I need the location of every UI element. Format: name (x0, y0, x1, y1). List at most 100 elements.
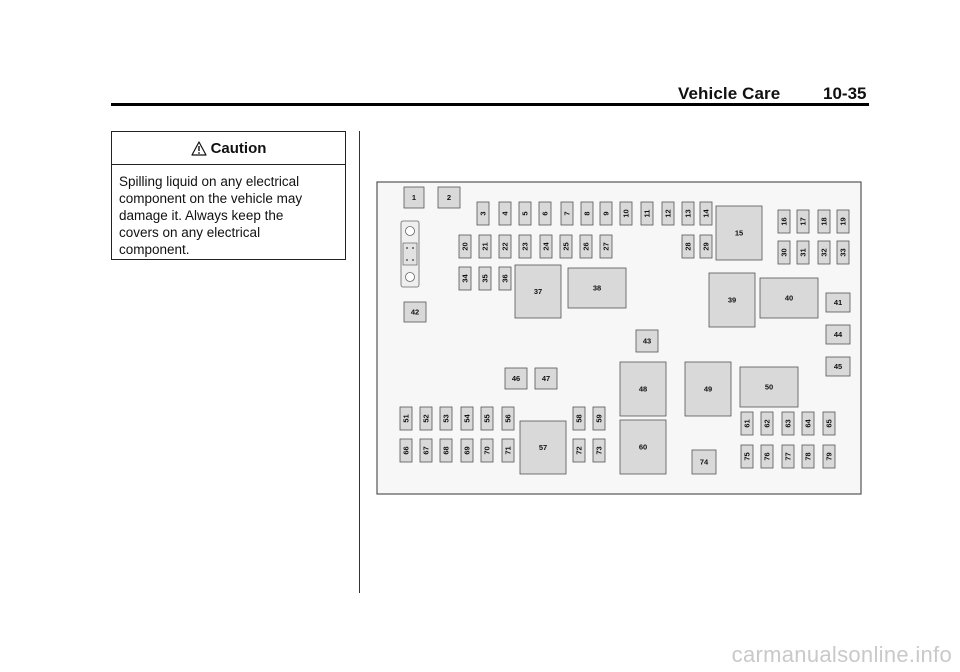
warning-triangle-icon (190, 140, 207, 156)
fuse-label: 67 (422, 446, 431, 454)
fuse-label: 43 (643, 337, 651, 346)
fuse-20: 20 (458, 234, 472, 259)
fuse-body (599, 201, 613, 226)
fuse-label: 42 (411, 308, 419, 317)
fuse-41: 41 (825, 292, 851, 313)
fuse-label: 45 (834, 362, 842, 371)
fuse-label: 24 (542, 242, 551, 251)
fuse-50: 50 (739, 366, 799, 408)
fuse-body (836, 240, 850, 265)
fuse-label: 75 (743, 452, 752, 460)
fuse-label: 60 (639, 443, 647, 452)
fuse-body (458, 266, 472, 291)
fuse-body (498, 234, 512, 259)
fuse-body (419, 438, 433, 463)
fuse-21: 21 (478, 234, 492, 259)
fuse-body (480, 406, 494, 431)
fuse-body (619, 201, 633, 226)
fuse-38: 38 (567, 267, 627, 309)
fuse-74: 74 (691, 449, 717, 475)
fuse-label: 5 (521, 211, 530, 215)
fuse-label: 68 (442, 446, 451, 454)
fuse-label: 23 (521, 242, 530, 250)
fuse-label: 66 (402, 446, 411, 454)
fuse-label: 17 (799, 217, 808, 225)
fuse-label: 27 (602, 242, 611, 250)
fuse-body (580, 201, 594, 226)
fuse-label: 21 (481, 242, 490, 250)
fuse-label: 63 (784, 419, 793, 427)
fuse-55: 55 (480, 406, 494, 431)
fuse-65: 65 (822, 411, 836, 436)
caution-line: component. (119, 242, 190, 257)
fuse-body (740, 411, 754, 436)
fuse-label: 6 (541, 211, 550, 215)
fuse-body (817, 209, 831, 234)
fuse-label: 11 (643, 210, 652, 218)
fuse-59: 59 (592, 406, 606, 431)
fuse-label: 44 (834, 330, 843, 339)
fuse-body (822, 411, 836, 436)
fuse-label: 3 (479, 211, 488, 215)
fuse-label: 1 (412, 193, 416, 202)
fuse-body (796, 240, 810, 265)
fuse-body (399, 438, 413, 463)
fuse-label: 30 (780, 248, 789, 256)
fuse-33: 33 (836, 240, 850, 265)
fuse-label: 33 (839, 248, 848, 256)
fuse-label: 76 (763, 452, 772, 460)
fuse-label: 71 (504, 446, 513, 454)
fuse-label: 2 (447, 193, 451, 202)
fuse-label: 56 (504, 414, 513, 422)
fuse-48: 48 (619, 361, 667, 417)
fuse-body (715, 205, 763, 261)
fuse-label: 20 (461, 242, 470, 250)
fuse-label: 13 (684, 209, 693, 217)
fuse-body (777, 240, 791, 265)
fuse-body (760, 411, 774, 436)
fuse-body (501, 406, 515, 431)
header-title: Vehicle Care (678, 84, 781, 103)
fuse-2: 2 (437, 186, 461, 209)
fuse-26: 26 (579, 234, 593, 259)
fuse-body (476, 201, 490, 226)
fuse-11: 11 (640, 201, 654, 226)
fuse-30: 30 (777, 240, 791, 265)
fuse-body (403, 186, 425, 209)
caution-header: Caution (112, 132, 345, 165)
page-number: 10-35 (823, 84, 867, 103)
fuse-label: 10 (622, 209, 631, 217)
fuse-37: 37 (514, 264, 562, 319)
fuse-label: 72 (575, 446, 584, 454)
caution-line: component on the vehicle may (119, 191, 303, 206)
fuse-label: 41 (834, 298, 842, 307)
fuse-53: 53 (439, 406, 453, 431)
fuse-body (681, 234, 695, 259)
fuse-7: 7 (560, 201, 574, 226)
fuse-63: 63 (781, 411, 795, 436)
fuse-label: 69 (463, 446, 472, 454)
fuse-body (592, 406, 606, 431)
fuse-label: 15 (735, 229, 743, 238)
fuse-10: 10 (619, 201, 633, 226)
fuse-label: 53 (442, 414, 451, 422)
fuse-29: 29 (699, 234, 713, 259)
fuse-block-outline (376, 181, 862, 495)
fuse-1: 1 (403, 186, 425, 209)
fuse-label: 65 (825, 419, 834, 427)
fuse-label: 49 (704, 385, 712, 394)
fuse-67: 67 (419, 438, 433, 463)
fuse-label: 57 (539, 443, 547, 452)
fuse-body (399, 406, 413, 431)
fuse-54: 54 (460, 406, 474, 431)
caution-line: covers on any electrical (119, 225, 261, 240)
fuse-body (498, 266, 512, 291)
fuse-31: 31 (796, 240, 810, 265)
fuse-label: 59 (595, 414, 604, 422)
fuse-label: 36 (501, 274, 510, 282)
fuse-body (458, 234, 472, 259)
fuse-label: 12 (664, 209, 673, 217)
fuse-label: 50 (765, 383, 773, 392)
fuse-body (439, 406, 453, 431)
